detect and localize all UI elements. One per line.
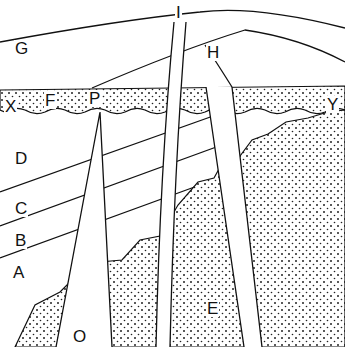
region-letter: I — [175, 4, 182, 21]
region-letter: H — [206, 44, 220, 61]
region-letter: X — [4, 98, 17, 115]
dyke — [156, 22, 186, 347]
layer-boundary — [0, 110, 230, 192]
dyke — [56, 112, 112, 347]
region-letter: P — [88, 90, 101, 107]
region-letter: G — [14, 40, 29, 57]
region-letter: O — [72, 328, 87, 345]
region-letter: D — [14, 150, 28, 167]
region-letter: F — [44, 92, 56, 109]
intrusion — [15, 110, 345, 347]
dyke — [206, 87, 262, 347]
region-letter: E — [206, 300, 219, 317]
dyke — [56, 112, 112, 347]
region-letter: C — [14, 200, 28, 217]
layer-boundary — [92, 30, 345, 88]
region-letter: B — [14, 232, 27, 249]
region-letter: A — [12, 264, 25, 281]
dyke — [206, 87, 262, 347]
dyke — [205, 45, 232, 87]
dyke — [156, 22, 186, 347]
region-letter: Y — [326, 96, 339, 113]
